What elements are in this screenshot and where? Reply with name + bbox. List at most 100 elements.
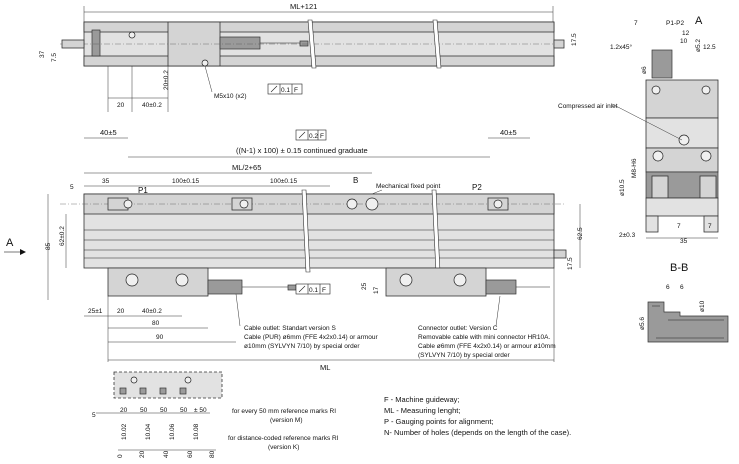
side-chamfer: 1.2x45°: [610, 43, 633, 51]
section-dim-6b: 6: [680, 284, 684, 291]
side-view-title: A: [695, 15, 703, 27]
b-label-top: B: [353, 176, 358, 185]
side-dim-7c: 7: [708, 223, 712, 230]
dim-40-left: 40±5: [100, 128, 117, 137]
dim-5: 5: [70, 184, 74, 191]
legend-f: F - Machine guideway;: [384, 395, 459, 404]
section-bb: B-B 6 6 ø10 ø5.6: [639, 262, 729, 343]
dim-7-5: 7.5: [51, 53, 58, 62]
section-dim-6a: 6: [666, 284, 670, 291]
dim-ml: ML: [320, 363, 330, 372]
tol-front-2: 0.1: [309, 287, 318, 294]
side-p1p2: P1-P2: [666, 20, 684, 27]
section-d5-6: ø5.6: [639, 317, 646, 330]
view-a-label: A: [6, 237, 14, 249]
side-dim-7: 7: [634, 20, 638, 27]
dim-35: 35: [102, 178, 110, 185]
side-d6: ø6: [641, 66, 648, 74]
marks-note-m1: for every 50 mm reference marks RI: [232, 408, 336, 415]
side-d10-5: ø10.5: [619, 179, 626, 196]
dim-62-5: 62.5: [577, 227, 584, 240]
tol-ref: F: [294, 87, 298, 94]
section-title: B-B: [670, 262, 688, 274]
marks-dim-5: 5: [92, 412, 96, 419]
front-view: 40±5 40±5 0.2 F ((N-1) x 100) ± 0.15 con…: [4, 128, 584, 372]
p1-label: P1: [138, 186, 148, 195]
marks-dim-50d: ± 50: [194, 407, 207, 414]
marks-v2: 10.04: [145, 423, 152, 440]
dim-40: 40±0.2: [142, 102, 162, 109]
cable-note-2: Cable (PUR) ø6mm (FFE 4x2x0.14) or armou…: [244, 334, 378, 341]
dim-80: 80: [152, 320, 160, 327]
dim-62: 62±0.2: [59, 226, 66, 246]
side-dim-12-5: 12.5: [703, 44, 716, 51]
dim-85: 85: [45, 242, 52, 250]
ml2-label: ML/2+65: [232, 163, 261, 172]
side-dim-7b: 7: [677, 223, 681, 230]
marks-dim-50a: 50: [140, 407, 148, 414]
marks-h40: 40: [163, 450, 170, 458]
dim-20: 20: [117, 102, 125, 109]
cable-note-1: Cable outlet: Standart version S: [244, 325, 336, 332]
dim-20v: 20±0.2: [163, 70, 170, 90]
side-view-a: A 7 P1-P2 12 10 1.2x45° ø5.2 12.5 ø6 Com…: [558, 15, 719, 245]
marks-dim-50c: 50: [180, 407, 188, 414]
marks-dim-50b: 50: [160, 407, 168, 414]
dim-100b: 100±0.15: [270, 178, 297, 185]
marks-dim-20: 20: [120, 407, 128, 414]
side-m8: M8-H6: [631, 158, 638, 178]
dim-20-front: 20: [117, 308, 125, 315]
marks-h80: 80: [209, 450, 216, 458]
dim-17-5: 17.5: [571, 33, 578, 46]
dim-40-right: 40±5: [500, 128, 517, 137]
dim-25-1: 25±1: [88, 308, 103, 315]
grad-label: ((N-1) x 100) ± 0.15 continued graduate: [236, 146, 368, 155]
dim-25: 25: [361, 282, 368, 290]
connector-note-4: (SYLVYN 7/10) by special order: [418, 352, 510, 359]
marks-v3: 10.06: [169, 423, 176, 440]
marks-note-k1: for distance-coded reference marks RI: [228, 435, 339, 442]
dim-37: 37: [39, 50, 46, 58]
side-dim-12: 12: [682, 30, 690, 37]
legend-p: P - Gauging points for alignment;: [384, 417, 494, 426]
air-inlet-label: Compressed air inlet: [558, 103, 618, 110]
side-top-block: [645, 79, 719, 119]
marks-h0: 0: [117, 454, 124, 458]
side-dim-2: 2±0.3: [619, 232, 636, 239]
legend-ml: ML - Measuring lenght;: [384, 406, 460, 415]
connector-note-2: Removable cable with mini connector HR10…: [418, 334, 550, 341]
marks-v1: 10.02: [121, 423, 128, 440]
dim-ml121: ML+121: [290, 2, 317, 11]
dim-40-front: 40±0.2: [142, 308, 162, 315]
mech-fixed-label: Mechanical fixed point: [376, 183, 441, 190]
dim-17: 17: [373, 286, 380, 294]
marks-h60: 60: [187, 450, 194, 458]
mount-block-left: [107, 267, 209, 297]
tol-front-2-ref: F: [322, 287, 326, 294]
tol-value: 0.1: [281, 87, 290, 94]
tol-front: 0.2: [309, 133, 318, 140]
dim-17-5-front: 17.5: [567, 257, 574, 270]
side-dim-10: 10: [680, 38, 688, 45]
p2-label: P2: [472, 183, 482, 192]
marks-note-m2: (version M): [270, 417, 303, 424]
dim-100a: 100±0.15: [172, 178, 199, 185]
section-d10: ø10: [699, 300, 706, 312]
tol-front-ref: F: [320, 133, 324, 140]
marks-h20: 20: [139, 450, 146, 458]
connector-note: Connector outlet: Version C Removable ca…: [418, 295, 556, 359]
side-dim-35: 35: [680, 238, 688, 245]
top-view: ML+121 37 7.5 17.5 20 40±0.2 20±0.2: [39, 2, 578, 112]
marks-v4: 10.08: [193, 423, 200, 440]
dim-90: 90: [156, 334, 164, 341]
legend: F - Machine guideway; ML - Measuring len…: [384, 395, 571, 437]
marks-note-k2: (version K): [268, 444, 299, 451]
m5-label: M5x10 (x2): [214, 93, 247, 100]
cable-note-3: ø10mm (SYLVYN 7/10) by special order: [244, 343, 360, 350]
connector-note-3: Cable ø6mm (FFE 4x2x0.14) or armour ø10m…: [418, 343, 556, 350]
reference-marks: 5 20 50 50 50 ± 50 10.02 10.04 10.06 10.…: [92, 371, 339, 458]
connector-note-1: Connector outlet: Version C: [418, 325, 498, 332]
side-d5-2: ø5.2: [695, 39, 702, 52]
cable-note: Cable outlet: Standart version S Cable (…: [235, 293, 378, 350]
